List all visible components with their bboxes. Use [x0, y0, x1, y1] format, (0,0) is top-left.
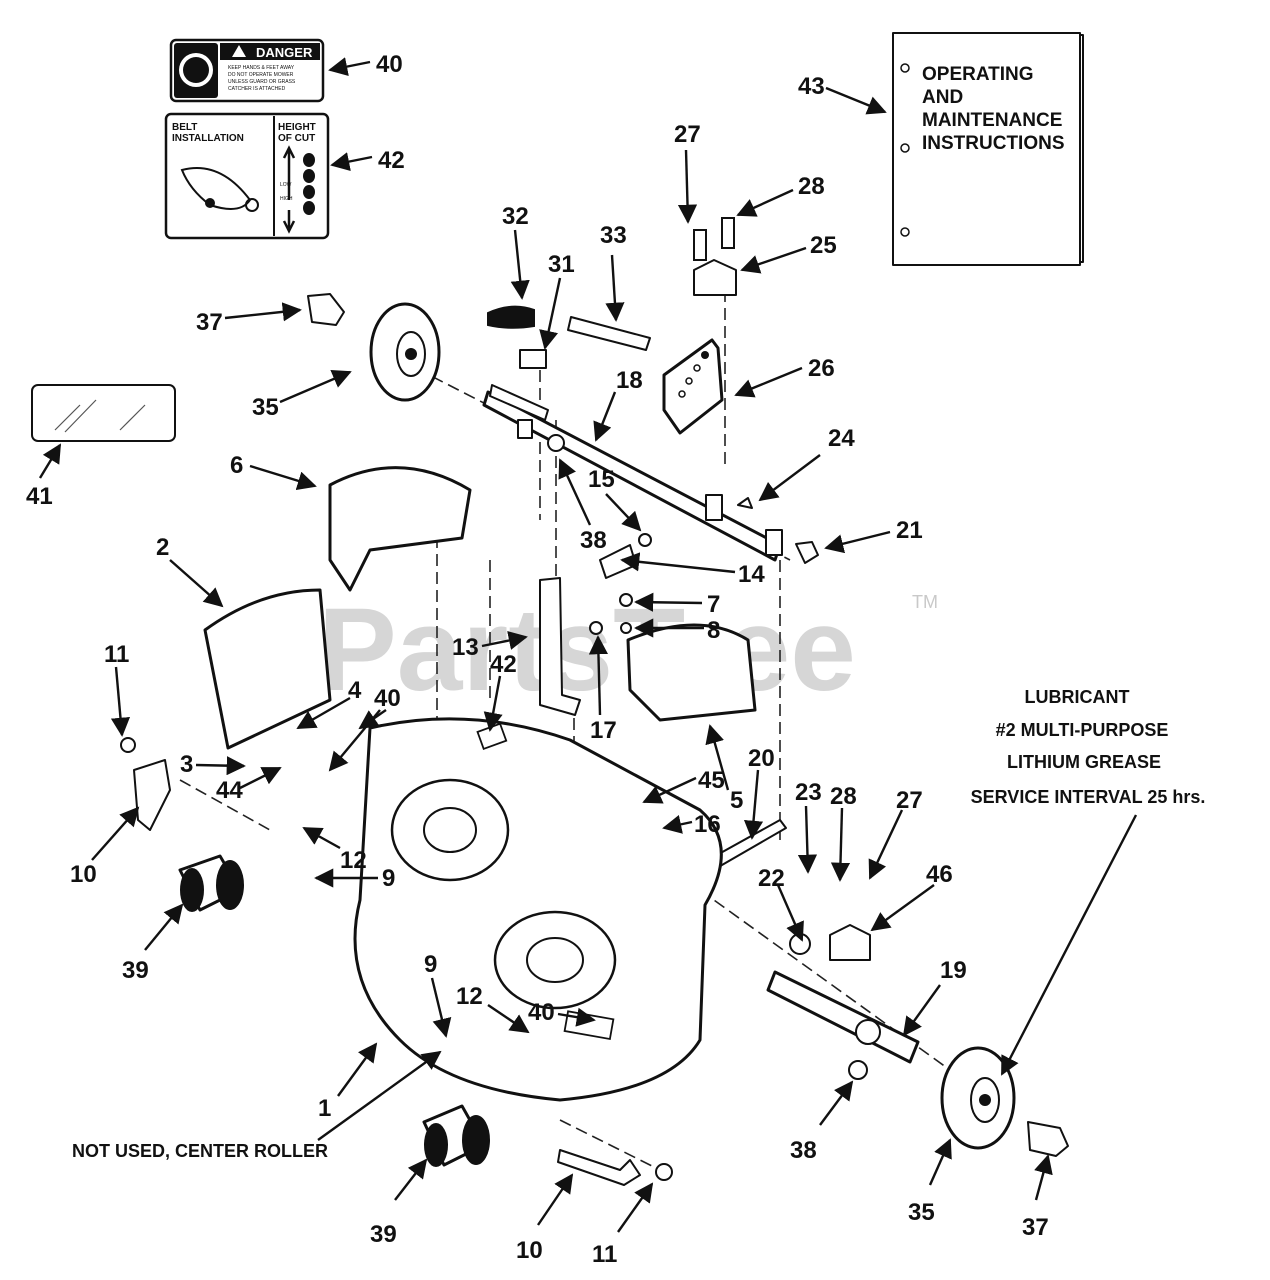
roller-bottom — [422, 1104, 673, 1186]
danger-heading: DANGER — [256, 45, 313, 60]
callout-40: 40 — [376, 51, 403, 78]
callout-24: 24 — [828, 425, 855, 452]
cut-title-1: HEIGHT — [278, 122, 316, 133]
wheel-lower — [940, 1046, 1069, 1157]
callout-14: 14 — [738, 561, 765, 588]
callout-43: 43 — [798, 73, 825, 100]
callout-32: 32 — [502, 203, 529, 230]
lubricant-note: LUBRICANT #2 MULTI-PURPOSE LITHIUM GREAS… — [971, 687, 1206, 807]
callout-11: 11 — [104, 641, 129, 668]
callout-9: 9 — [424, 951, 437, 978]
callout-7: 7 — [707, 591, 720, 618]
callout-42: 42 — [490, 651, 517, 678]
front-axle-assembly — [689, 819, 920, 1080]
callout-46: 46 — [926, 861, 953, 888]
danger-line-1: KEEP HANDS & FEET AWAY — [228, 65, 295, 71]
height-adjust-parts — [487, 217, 737, 435]
callout-38: 38 — [580, 527, 607, 554]
manual-line-1: OPERATING — [922, 64, 1034, 85]
callout-20: 20 — [748, 745, 775, 772]
callout-12: 12 — [456, 983, 483, 1010]
lens-part — [31, 384, 176, 442]
callout-2: 2 — [156, 534, 169, 561]
height-of-cut-decal: BELT INSTALLATION HEIGHT OF CUT LOW HIGH — [164, 112, 330, 240]
callout-4: 4 — [348, 677, 362, 704]
callout-15: 15 — [588, 466, 615, 493]
callout-labels: 40 42 43 27 28 25 32 31 33 37 26 18 35 4… — [26, 51, 1049, 1268]
callout-18: 18 — [616, 367, 643, 394]
callout-41: 41 — [26, 483, 53, 510]
callout-40: 40 — [528, 999, 555, 1026]
callout-9: 9 — [382, 865, 395, 892]
callout-8: 8 — [707, 617, 720, 644]
center-roller-note: NOT USED, CENTER ROLLER — [72, 1141, 328, 1161]
danger-line-4: CATCHER IS ATTACHED — [228, 86, 286, 92]
cut-high: HIGH — [280, 196, 293, 202]
leader-lines — [38, 57, 1138, 1233]
callout-6: 6 — [230, 452, 243, 479]
operating-manual: OPERATING AND MAINTENANCE INSTRUCTIONS — [892, 32, 1084, 266]
danger-line-2: DO NOT OPERATE MOWER — [228, 72, 294, 78]
wheel-upper — [307, 293, 441, 402]
callout-39: 39 — [370, 1221, 397, 1248]
callout-39: 39 — [122, 957, 149, 984]
callout-40: 40 — [374, 685, 401, 712]
roller-left — [120, 737, 244, 912]
watermark: PartsTree TM — [318, 584, 938, 716]
deflector-guards — [203, 466, 757, 750]
cut-title-2: OF CUT — [278, 133, 315, 144]
belt-title-1: BELT — [172, 122, 197, 133]
manual-line-2: AND — [922, 87, 963, 108]
callout-26: 26 — [808, 355, 835, 382]
callout-13: 13 — [452, 634, 479, 661]
callout-3: 3 — [180, 751, 193, 778]
callout-28: 28 — [798, 173, 825, 200]
callout-19: 19 — [940, 957, 967, 984]
callout-33: 33 — [600, 222, 627, 249]
belt-title-2: INSTALLATION — [172, 133, 244, 144]
mower-deck — [353, 717, 723, 1102]
watermark-text: PartsTree — [318, 584, 856, 716]
callout-44: 44 — [216, 777, 243, 804]
danger-decal: DANGER KEEP HANDS & FEET AWAY DO NOT OPE… — [169, 38, 325, 103]
callout-42: 42 — [378, 147, 405, 174]
callout-35: 35 — [908, 1199, 935, 1226]
callout-22: 22 — [758, 865, 785, 892]
cut-low: LOW — [280, 182, 292, 188]
lubricant-line-1: LUBRICANT — [1025, 687, 1130, 707]
callout-16: 16 — [694, 811, 721, 838]
callout-23: 23 — [795, 779, 822, 806]
rear-axle-assembly — [482, 384, 819, 564]
callout-21: 21 — [896, 517, 923, 544]
callout-1: 1 — [318, 1095, 331, 1122]
callout-28: 28 — [830, 783, 857, 810]
lubricant-line-4: SERVICE INTERVAL 25 hrs. — [971, 787, 1206, 807]
callout-17: 17 — [590, 717, 617, 744]
callout-25: 25 — [810, 232, 837, 259]
callout-10: 10 — [516, 1237, 543, 1264]
watermark-tm: TM — [912, 592, 938, 612]
callout-10: 10 — [70, 861, 97, 888]
callout-37: 37 — [1022, 1214, 1049, 1241]
callout-12: 12 — [340, 847, 367, 874]
callout-11: 11 — [592, 1241, 617, 1268]
lubricant-line-2: #2 MULTI-PURPOSE — [996, 720, 1169, 740]
danger-line-3: UNLESS GUARD OR GRASS — [228, 79, 296, 85]
callout-35: 35 — [252, 394, 279, 421]
callout-31: 31 — [548, 251, 575, 278]
callout-5: 5 — [730, 787, 743, 814]
callout-27: 27 — [674, 121, 701, 148]
callout-37: 37 — [196, 309, 223, 336]
callout-45: 45 — [698, 767, 725, 794]
manual-line-4: INSTRUCTIONS — [922, 133, 1065, 154]
callout-38: 38 — [790, 1137, 817, 1164]
callout-27: 27 — [896, 787, 923, 814]
manual-line-3: MAINTENANCE — [922, 110, 1062, 131]
lubricant-line-3: LITHIUM GREASE — [1007, 752, 1161, 772]
